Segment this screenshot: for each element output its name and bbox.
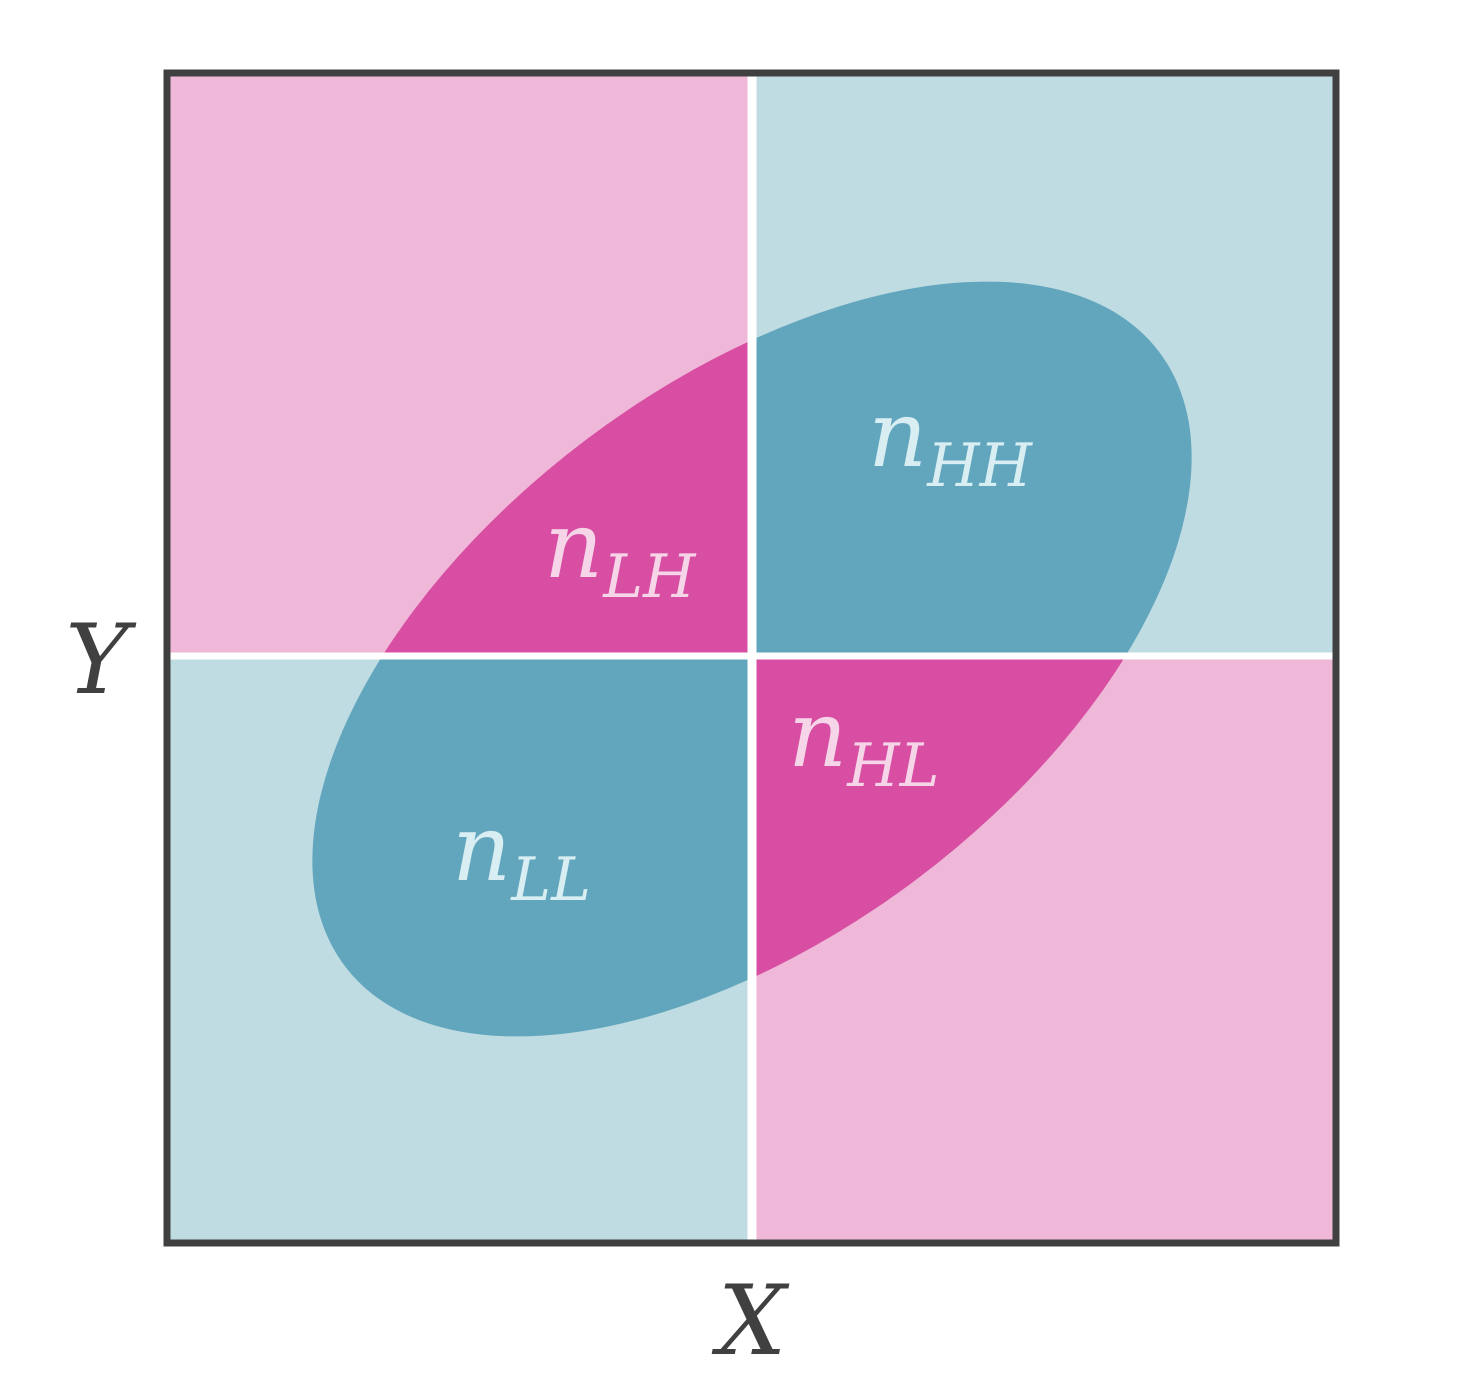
cell-label-ll: nLL [452,795,591,915]
cell-label-hl-main: n [788,681,847,788]
cell-label-hl: nHL [788,681,939,801]
outer-frame [163,69,1340,1247]
cell-label-lh: nLH [544,492,697,612]
ellipse-region-hh [751,281,1192,656]
cell-label-ll-main: n [452,795,511,902]
ellipse-region-ll [312,656,751,1037]
cell-label-hh: nHH [868,381,1034,501]
axis-label-y: Y [65,604,137,716]
cell-label-hh-sub: HH [926,431,1033,501]
cell-label-ll-sub: LL [510,845,591,915]
cell-label-lh-main: n [544,492,603,599]
cell-label-hh-main: n [868,381,927,488]
cell-label-lh-sub: LH [602,542,697,612]
cell-label-hl-sub: HL [846,731,939,801]
axis-label-x: X [711,1265,790,1377]
